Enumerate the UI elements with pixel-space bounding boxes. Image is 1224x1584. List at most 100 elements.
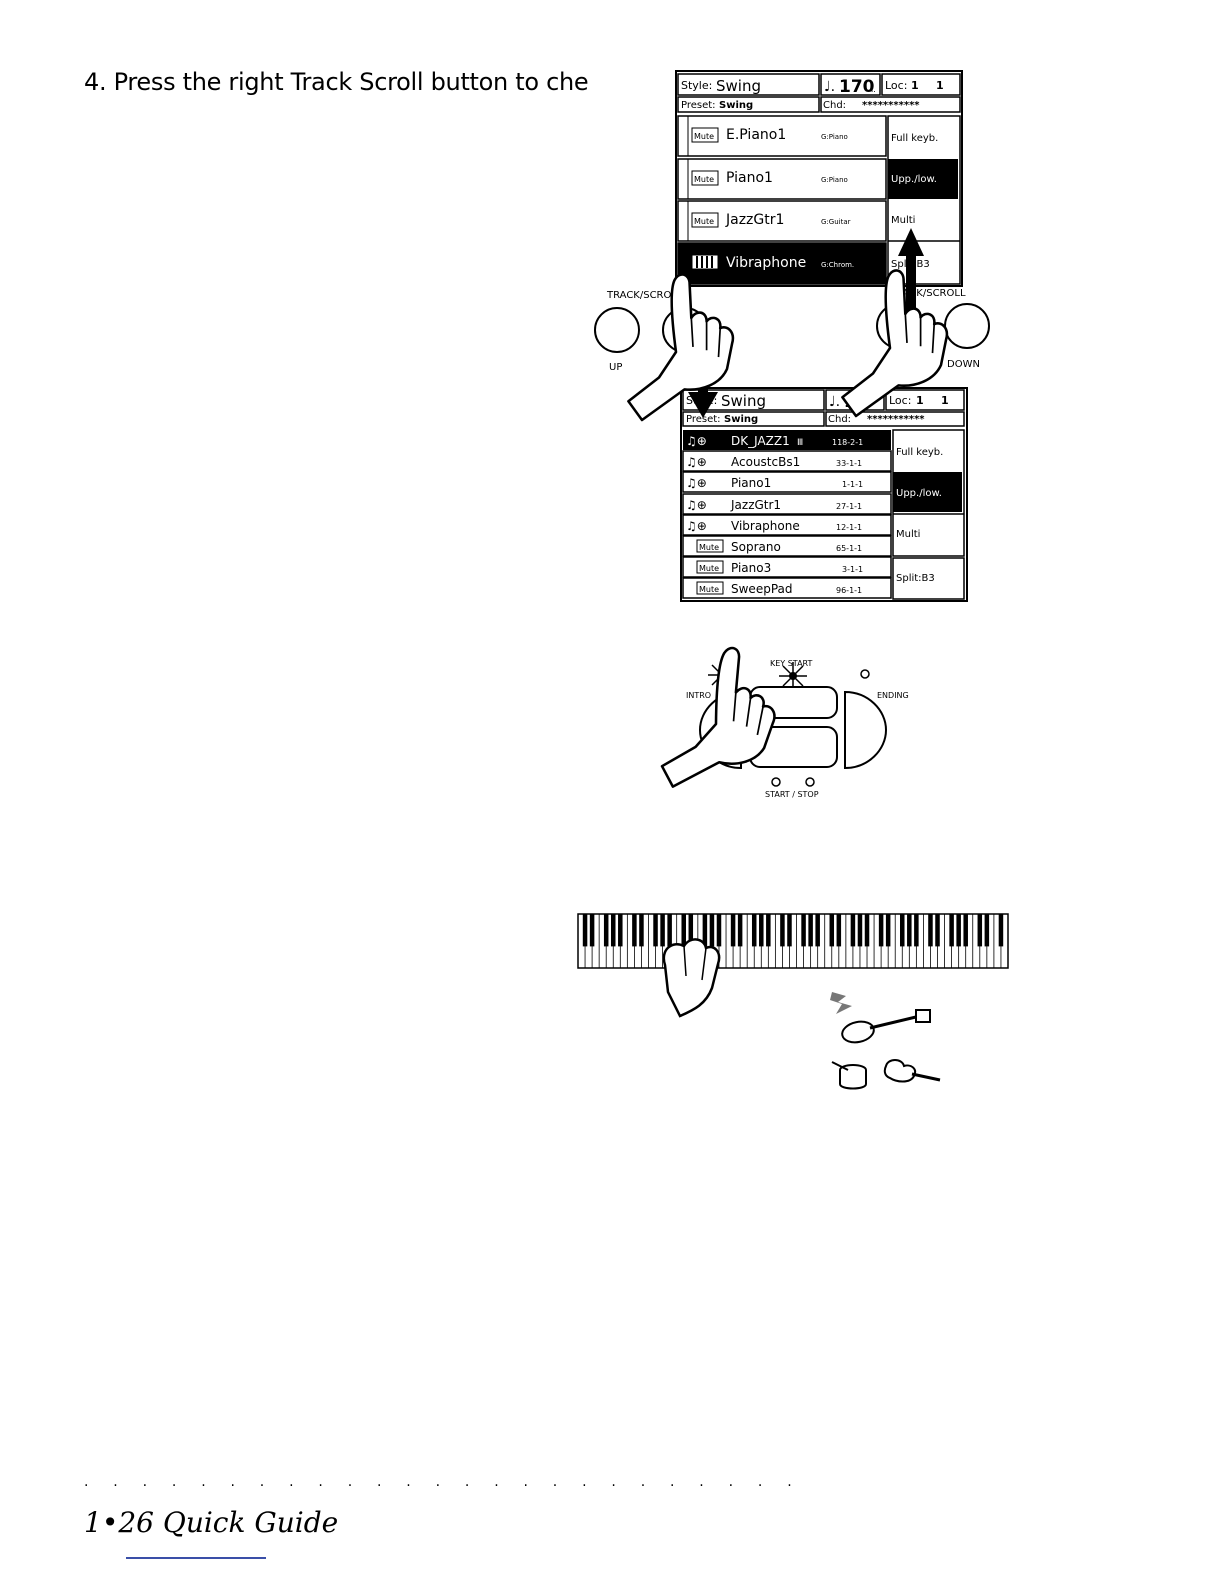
mode-multi: Multi xyxy=(896,529,920,540)
keyboard-icon xyxy=(696,256,713,268)
black-key xyxy=(998,914,1004,947)
led-off-icon xyxy=(860,669,870,679)
preset-label: Preset: xyxy=(686,414,721,425)
track-group: G:Chrom. xyxy=(821,261,854,269)
piano-keyboard xyxy=(577,913,1009,969)
black-key xyxy=(977,914,983,947)
black-key xyxy=(632,914,637,947)
scroll-up-button[interactable] xyxy=(594,307,640,353)
led-off-icon xyxy=(805,777,815,787)
black-key xyxy=(660,914,665,947)
black-key xyxy=(836,914,842,947)
style-track-icon: ♫⊕ xyxy=(686,498,707,512)
style-value: Swing xyxy=(721,392,766,410)
down-label: DOWN xyxy=(947,359,980,370)
black-key xyxy=(716,914,722,947)
black-key xyxy=(780,914,785,947)
preset-value: Swing xyxy=(724,414,758,425)
track-position: 65-1-1 xyxy=(836,544,862,553)
black-key xyxy=(766,914,771,947)
black-key xyxy=(885,914,891,947)
footer-dots: . . . . . . . . . . . . . . . . . . . . … xyxy=(84,1474,802,1490)
black-key xyxy=(603,914,609,947)
black-key xyxy=(639,914,644,947)
track-position: 12-1-1 xyxy=(836,523,862,532)
loc-beat: 1 xyxy=(936,79,944,92)
hand-on-keyboard-icon xyxy=(662,938,721,1018)
chord-value: *********** xyxy=(862,100,920,111)
mute-icon: Mute xyxy=(694,175,714,184)
mute-icon: Mute xyxy=(699,585,719,594)
ending-button[interactable] xyxy=(844,690,888,770)
arranger-panel: KEY START INTRO ENDING START / STOP xyxy=(686,659,909,799)
style-track-icon: ♫⊕ xyxy=(686,455,707,469)
style-track-icon: ♫⊕ xyxy=(686,519,707,533)
track-position: 1-1-1 xyxy=(842,480,863,489)
mode-upp-low: Upp./low. xyxy=(896,488,942,499)
black-key xyxy=(618,914,623,947)
footer-link-underline xyxy=(126,1557,266,1559)
black-key xyxy=(653,914,658,947)
track-row: Mute JazzGtr1 G:Guitar xyxy=(677,200,887,242)
display-screen-bottom: Style: Swing ♩. 1 Loc: 1 1 Preset: Swing… xyxy=(680,387,968,602)
led-off-icon xyxy=(771,777,781,787)
tempo-value: 170 xyxy=(839,77,875,97)
track-name: AcoustcBs1 xyxy=(731,455,800,469)
track-group: G:Guitar xyxy=(821,218,851,226)
black-key xyxy=(900,914,905,947)
track-position: 27-1-1 xyxy=(836,502,862,511)
black-key xyxy=(864,914,870,947)
chord-label: Chd: xyxy=(823,100,846,111)
key-start-label: KEY START xyxy=(770,659,813,668)
scroll-down-button[interactable] xyxy=(944,303,990,349)
track-scroll-label: TRACK/SCROLL xyxy=(606,290,683,301)
note-icon: ♩. xyxy=(824,79,835,95)
banjo-icon xyxy=(841,1009,931,1044)
black-key xyxy=(949,914,954,947)
black-key xyxy=(914,914,919,947)
black-key xyxy=(857,914,863,947)
mute-icon: Mute xyxy=(694,132,714,141)
black-key xyxy=(681,914,686,947)
page-footer-title: 1•26 Quick Guide xyxy=(84,1506,339,1539)
mode-upp-low: Upp./low. xyxy=(891,174,937,185)
led-lit-icon xyxy=(779,662,807,690)
black-key xyxy=(808,914,813,947)
drum-icon xyxy=(831,1061,867,1090)
black-key xyxy=(610,914,616,947)
track-name: Piano1 xyxy=(731,476,771,490)
display-screen-top: Style: Swing ♩. 170 i. Loc: 1 1 Preset: … xyxy=(675,70,963,287)
track-name: Piano1 xyxy=(726,170,773,186)
track-scroll-label: TRACK/SCROLL xyxy=(889,288,966,299)
step-instruction: 4. Press the right Track Scroll button t… xyxy=(84,68,589,96)
mode-full-keyb: Full keyb. xyxy=(896,447,943,458)
black-key xyxy=(759,914,764,947)
track-name: Soprano xyxy=(731,540,781,554)
chord-label: Chd: xyxy=(828,414,851,425)
tempo-suffix: i. xyxy=(871,85,876,94)
start-stop-label: START / STOP xyxy=(765,790,819,799)
black-key xyxy=(815,914,820,947)
black-key xyxy=(751,914,757,947)
note-icon: ♩. xyxy=(829,394,840,410)
intro-label: INTRO xyxy=(686,691,711,700)
track-name: JazzGtr1 xyxy=(730,498,781,512)
style-track-icon: ♫⊕ xyxy=(686,434,707,448)
track-name: Vibraphone xyxy=(726,255,806,271)
black-key xyxy=(935,914,940,947)
black-key xyxy=(737,914,743,947)
track-position: 3-1-1 xyxy=(842,565,863,574)
black-key xyxy=(667,914,672,947)
track-row: Mute E.Piano1 G:Piano xyxy=(677,115,887,157)
lightning-icon xyxy=(830,992,852,1014)
track-position: 33-1-1 xyxy=(836,459,862,468)
track-name: E.Piano1 xyxy=(726,127,786,143)
track-list: ♫⊕ ♫⊕ ♫⊕ ♫⊕ ♫⊕ Mute Mute Mute DK_JAZZ1 Ⅲ… xyxy=(682,430,892,599)
black-key xyxy=(984,914,990,947)
black-key xyxy=(829,914,835,947)
chord-value: *********** xyxy=(867,414,925,425)
track-name: JazzGtr1 xyxy=(725,212,784,228)
style-value: Swing xyxy=(716,77,761,95)
track-group: G:Piano xyxy=(821,176,848,184)
